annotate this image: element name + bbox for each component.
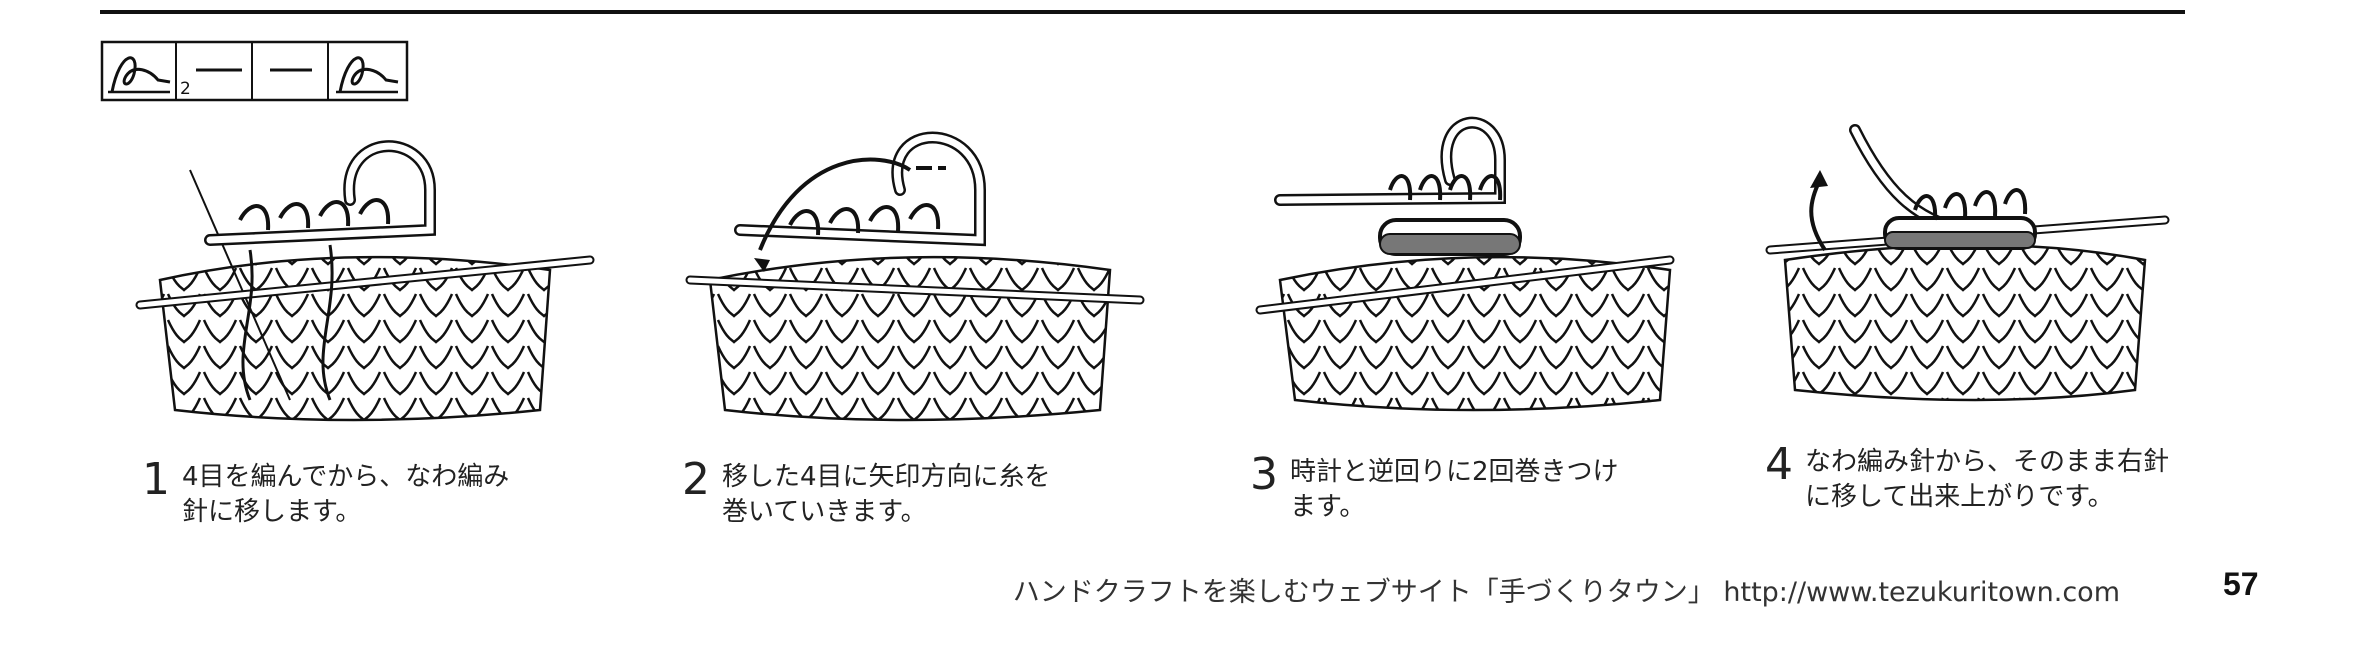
knitting-symbol-chart: 2 xyxy=(100,40,409,102)
knitting-illustration-3 xyxy=(1255,116,1675,412)
step-text-line: なわ編み針から、そのまま右針 xyxy=(1805,447,2170,477)
knitting-illustration-4 xyxy=(1765,124,2170,402)
step-text-line: 針に移します。 xyxy=(182,497,362,527)
step-text-line: 移した4目に矢印方向に糸を xyxy=(722,462,1051,492)
site-footer: ハンドクラフトを楽しむウェブサイト「手づくりタウン」 http://www.te… xyxy=(1012,577,2120,608)
twisted-stitch-icon xyxy=(108,56,171,94)
step-3: 3 時計と逆回りに2回巻きつけ ます。 xyxy=(1250,110,1720,550)
wrap-arrow-icon xyxy=(758,157,912,251)
step-text-line: ます。 xyxy=(1290,492,1366,522)
step-3-caption: 3 時計と逆回りに2回巻きつけ ます。 xyxy=(1250,449,1619,525)
knitting-illustration-2 xyxy=(685,131,1145,422)
twisted-stitch-icon xyxy=(336,56,399,94)
step-4-caption: 4 なわ編み針から、そのまま右針 に移して出来上がりです。 xyxy=(1765,439,2170,515)
step-1: 1 4目を編んでから、なわ編み 針に移します。 xyxy=(130,110,600,550)
step-4: 4 なわ編み針から、そのまま右針 に移して出来上がりです。 xyxy=(1765,110,2235,550)
step-text-line: 巻いていきます。 xyxy=(722,497,927,527)
step-2: 2 移した4目に矢印方向に糸を 巻いていきます。 xyxy=(680,110,1150,550)
knitting-illustration-1 xyxy=(135,140,595,422)
step-number: 4 xyxy=(1765,439,1793,490)
page-number: 57 xyxy=(2223,566,2259,602)
move-arrow-icon xyxy=(1809,179,1827,252)
step-1-caption: 1 4目を編んでから、なわ編み 針に移します。 xyxy=(142,454,510,530)
repeat-count: 2 xyxy=(180,79,191,99)
step-text-line: 時計と逆回りに2回巻きつけ xyxy=(1290,457,1619,487)
step-number: 3 xyxy=(1250,449,1278,500)
top-rule xyxy=(100,10,2185,14)
step-2-caption: 2 移した4目に矢印方向に糸を 巻いていきます。 xyxy=(682,454,1051,530)
step-number: 1 xyxy=(142,454,170,505)
step-text-line: 4目を編んでから、なわ編み xyxy=(182,462,510,492)
step-text-line: に移して出来上がりです。 xyxy=(1805,482,2114,512)
step-number: 2 xyxy=(682,454,710,505)
